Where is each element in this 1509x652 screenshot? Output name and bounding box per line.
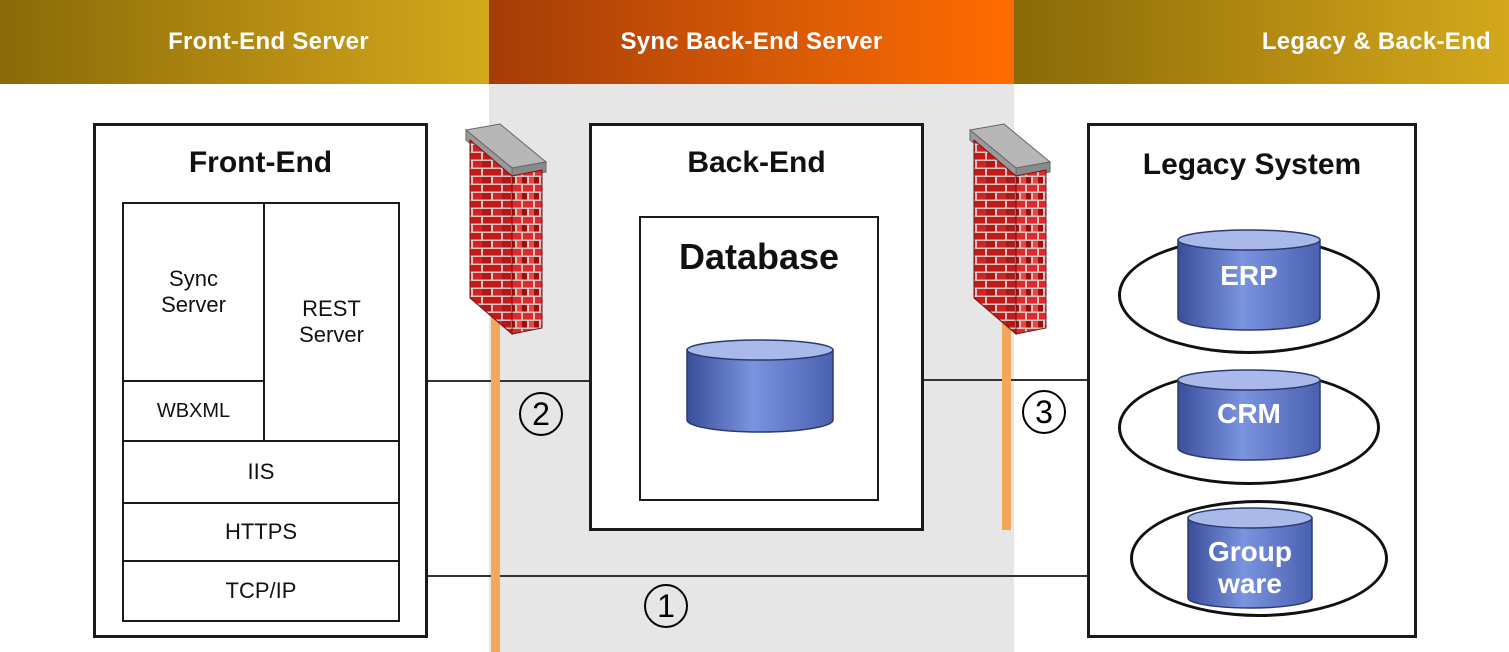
header-front-end-server-label: Front-End Server: [168, 28, 369, 55]
tcpip-label: TCP/IP: [225, 578, 297, 603]
crm-cylinder-icon: [1177, 369, 1321, 461]
iis-label: IIS: [247, 459, 275, 484]
firewall-1-icon: [464, 123, 548, 336]
rest-server-label: REST Server: [299, 296, 364, 347]
wbxml-cell: WBXML: [122, 380, 265, 442]
front-end-title: Front-End: [188, 146, 333, 179]
sync-server-label: Sync Server: [161, 266, 226, 317]
header-legacy-back-end: Legacy & Back-End: [1014, 0, 1509, 84]
crm-label: CRM: [1217, 398, 1281, 429]
legacy-system-title: Legacy System: [1142, 148, 1362, 181]
erp-label: ERP: [1220, 260, 1278, 291]
header-sync-back-end-server: Sync Back-End Server: [489, 0, 1014, 84]
back-end-title: Back-End: [687, 146, 826, 179]
connection-line-1: [428, 575, 1090, 577]
iis-cell: IIS: [122, 440, 400, 504]
front-end-box: Front-End Sync Server REST Server WBXML …: [93, 123, 428, 638]
connection-number-3: 3: [1022, 390, 1066, 434]
database-cylinder-icon: [686, 339, 834, 433]
sync-server-cell: Sync Server: [122, 202, 265, 382]
https-label: HTTPS: [224, 519, 298, 544]
back-end-box: Back-End Database: [589, 123, 924, 531]
header-sync-back-end-server-label: Sync Back-End Server: [620, 28, 883, 55]
header-front-end-server: Front-End Server: [0, 0, 489, 84]
rest-server-cell: REST Server: [263, 202, 400, 442]
erp-cylinder-icon: [1177, 229, 1321, 331]
https-cell: HTTPS: [122, 502, 400, 562]
firewall-2-pole: [1002, 300, 1011, 530]
connection-line-2: [428, 380, 591, 382]
groupware-cylinder-icon: [1187, 507, 1313, 609]
connection-number-2: 2: [519, 392, 563, 436]
tcpip-cell: TCP/IP: [122, 560, 400, 622]
wbxml-label: WBXML: [156, 399, 231, 422]
header-legacy-back-end-label: Legacy & Back-End: [1261, 28, 1491, 55]
firewall-2-icon: [968, 123, 1052, 336]
database-title: Database: [678, 236, 840, 277]
connection-number-1: 1: [644, 584, 688, 628]
groupware-label: Group ware: [1208, 536, 1292, 599]
database-box: Database: [639, 216, 879, 501]
firewall-1-pole: [491, 300, 500, 652]
